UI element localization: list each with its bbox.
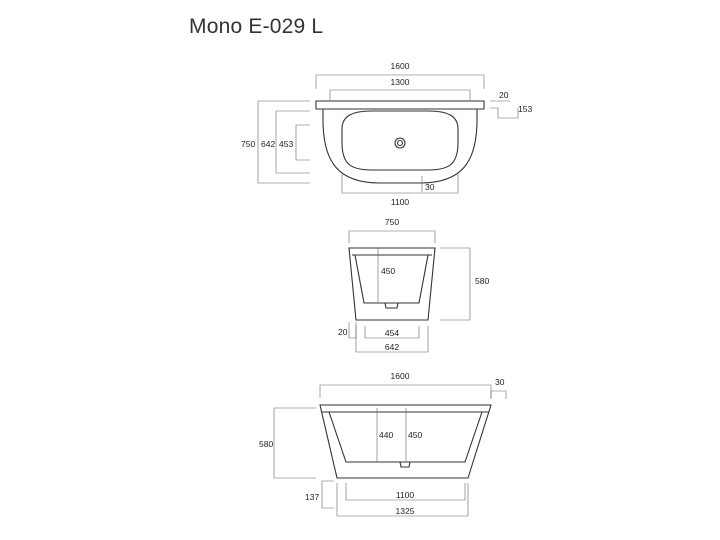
top-view-inner-basin	[341, 110, 459, 171]
top-153-label: 153	[518, 104, 532, 114]
top-1100-label: 1100	[391, 197, 410, 207]
front-view-inner-basin	[328, 411, 483, 463]
front-1325-label: 1325	[396, 506, 415, 516]
front-view: 1600 30 580 440 450 137 1100 1325	[259, 371, 507, 517]
side-642-label: 642	[385, 342, 399, 352]
side-view-outline	[348, 247, 436, 321]
front-30-label: 30	[495, 377, 505, 387]
top-453-label: 453	[279, 139, 293, 149]
side-750-label: 750	[385, 217, 399, 227]
top-642-label: 642	[261, 139, 275, 149]
side-20-label: 20	[338, 327, 348, 337]
top-20-label: 20	[499, 90, 509, 100]
front-1600-label: 1600	[391, 371, 410, 381]
front-137-label: 137	[305, 492, 319, 502]
drawing-title: Mono E-029 L	[189, 15, 324, 38]
side-view-inner-basin	[354, 254, 429, 304]
front-580-label: 580	[259, 439, 273, 449]
side-450-label: 450	[381, 266, 395, 276]
side-view: 750 450 580 20 454 642	[338, 217, 489, 353]
drain-inner-icon	[396, 139, 404, 147]
front-view-outline	[319, 404, 492, 479]
front-450-label: 450	[408, 430, 422, 440]
top-1600-label: 1600	[391, 61, 410, 71]
top-view: 1600 1300 20 153 750 642 453 1100 30	[241, 61, 532, 207]
top-view-tub-outline	[315, 100, 485, 184]
front-1100-label: 1100	[396, 490, 415, 500]
drain-icon	[394, 137, 406, 149]
side-580-label: 580	[475, 276, 489, 286]
top-1300-label: 1300	[391, 77, 410, 87]
side-454-label: 454	[385, 328, 399, 338]
front-drain-icon	[399, 461, 411, 468]
side-drain-icon	[384, 302, 399, 309]
front-440-label: 440	[379, 430, 393, 440]
top-750-label: 750	[241, 139, 255, 149]
top-30-label: 30	[425, 182, 435, 192]
